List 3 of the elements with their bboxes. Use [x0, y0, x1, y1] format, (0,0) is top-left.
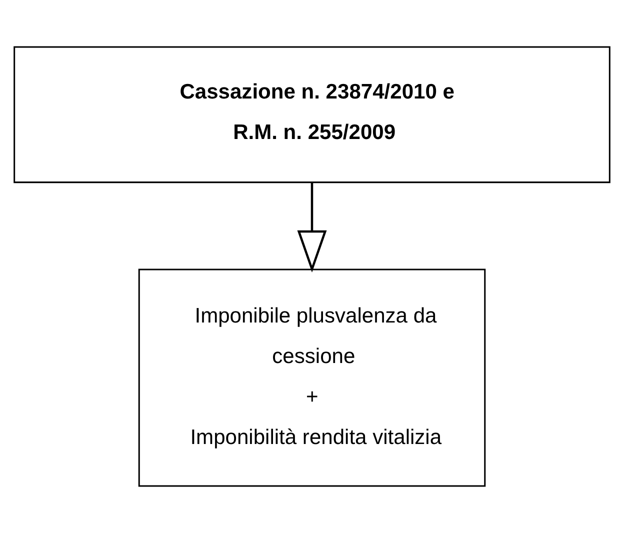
node-box: Cassazione n. 23874/2010 e R.M. n. 255/2009: [14, 46, 610, 184]
node-box: Imponibile plusvalenza da cessione + Imponibilità rendita vitalizia: [138, 268, 486, 487]
arrow: [297, 182, 327, 273]
